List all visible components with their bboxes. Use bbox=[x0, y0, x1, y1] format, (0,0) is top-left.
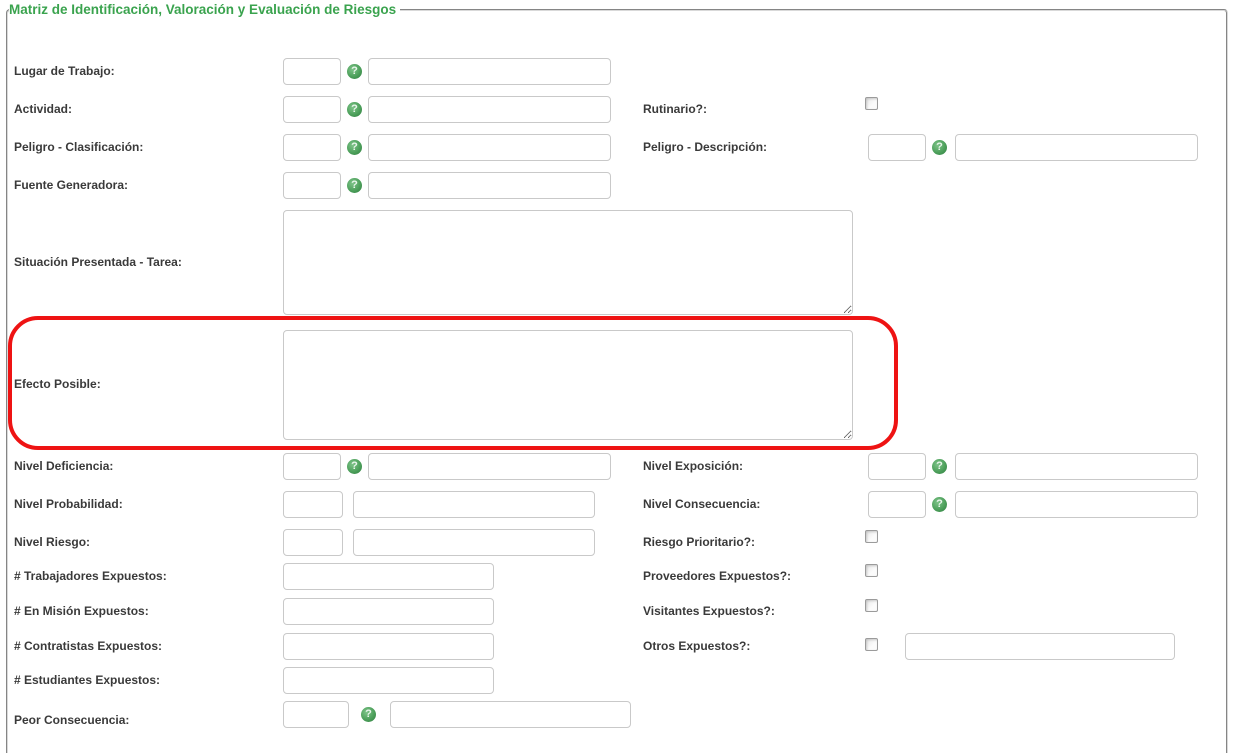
nivel-exposicion-code-input[interactable] bbox=[868, 453, 926, 480]
trabajadores-expuestos-label: # Trabajadores Expuestos: bbox=[14, 569, 167, 583]
lugar-de-trabajo-input[interactable] bbox=[368, 58, 611, 85]
situacion-presentada-tarea-textarea[interactable] bbox=[283, 210, 853, 315]
nivel-consecuencia-code-input[interactable] bbox=[868, 491, 926, 518]
peligro-clasificacion-help-icon[interactable]: ? bbox=[347, 140, 362, 155]
rutinario-label: Rutinario?: bbox=[643, 102, 707, 116]
peligro-clasificacion-input[interactable] bbox=[368, 134, 611, 161]
peor-consecuencia-help-icon[interactable]: ? bbox=[361, 707, 376, 722]
nivel-deficiencia-code-input[interactable] bbox=[283, 453, 341, 480]
nivel-deficiencia-help-icon[interactable]: ? bbox=[347, 459, 362, 474]
otros-expuestos-input[interactable] bbox=[905, 633, 1175, 660]
contratistas-expuestos-input[interactable] bbox=[283, 633, 494, 660]
peor-consecuencia-label: Peor Consecuencia: bbox=[14, 713, 130, 727]
form-title: Matriz de Identificación, Valoración y E… bbox=[9, 2, 397, 17]
risk-matrix-fieldset: Matriz de Identificación, Valoración y E… bbox=[6, 2, 1228, 753]
actividad-label: Actividad: bbox=[14, 102, 73, 116]
proveedores-expuestos-label: Proveedores Expuestos?: bbox=[643, 569, 792, 583]
lugar-de-trabajo-help-icon[interactable]: ? bbox=[347, 64, 362, 79]
nivel-probabilidad-label: Nivel Probabilidad: bbox=[14, 497, 123, 511]
visitantes-expuestos-label: Visitantes Expuestos?: bbox=[643, 604, 775, 618]
peligro-descripcion-code-input[interactable] bbox=[868, 134, 926, 161]
en-mision-expuestos-label: # En Misión Expuestos: bbox=[14, 604, 149, 618]
nivel-consecuencia-input[interactable] bbox=[955, 491, 1198, 518]
situacion-presentada-tarea-label: Situación Presentada - Tarea: bbox=[14, 255, 182, 269]
lugar-de-trabajo-label: Lugar de Trabajo: bbox=[14, 64, 115, 78]
nivel-consecuencia-help-icon[interactable]: ? bbox=[932, 497, 947, 512]
proveedores-expuestos-checkbox[interactable] bbox=[865, 564, 878, 577]
nivel-probabilidad-input[interactable] bbox=[353, 491, 595, 518]
rutinario-checkbox[interactable] bbox=[865, 97, 878, 110]
lugar-de-trabajo-code-input[interactable] bbox=[283, 58, 341, 85]
riesgo-prioritario-label: Riesgo Prioritario?: bbox=[643, 535, 756, 549]
nivel-riesgo-input[interactable] bbox=[353, 529, 595, 556]
visitantes-expuestos-checkbox[interactable] bbox=[865, 599, 878, 612]
otros-expuestos-checkbox[interactable] bbox=[865, 638, 878, 651]
otros-expuestos-label: Otros Expuestos?: bbox=[643, 639, 751, 653]
fuente-generadora-label: Fuente Generadora: bbox=[14, 178, 129, 192]
nivel-riesgo-label: Nivel Riesgo: bbox=[14, 535, 91, 549]
peligro-descripcion-help-icon[interactable]: ? bbox=[932, 140, 947, 155]
nivel-exposicion-help-icon[interactable]: ? bbox=[932, 459, 947, 474]
actividad-input[interactable] bbox=[368, 96, 611, 123]
peor-consecuencia-input[interactable] bbox=[390, 701, 631, 728]
contratistas-expuestos-label: # Contratistas Expuestos: bbox=[14, 639, 163, 653]
fuente-generadora-help-icon[interactable]: ? bbox=[347, 178, 362, 193]
nivel-deficiencia-label: Nivel Deficiencia: bbox=[14, 459, 114, 473]
efecto-posible-label: Efecto Posible: bbox=[14, 377, 101, 391]
nivel-deficiencia-input[interactable] bbox=[368, 453, 611, 480]
trabajadores-expuestos-input[interactable] bbox=[283, 563, 494, 590]
nivel-exposicion-label: Nivel Exposición: bbox=[643, 459, 744, 473]
peligro-clasificacion-label: Peligro - Clasificación: bbox=[14, 140, 144, 154]
estudiantes-expuestos-label: # Estudiantes Expuestos: bbox=[14, 673, 161, 687]
nivel-probabilidad-code-input[interactable] bbox=[283, 491, 343, 518]
nivel-riesgo-code-input[interactable] bbox=[283, 529, 343, 556]
fuente-generadora-code-input[interactable] bbox=[283, 172, 341, 199]
nivel-consecuencia-label: Nivel Consecuencia: bbox=[643, 497, 761, 511]
estudiantes-expuestos-input[interactable] bbox=[283, 667, 494, 694]
actividad-help-icon[interactable]: ? bbox=[347, 102, 362, 117]
peligro-descripcion-label: Peligro - Descripción: bbox=[643, 140, 768, 154]
efecto-posible-textarea[interactable] bbox=[283, 330, 853, 440]
actividad-code-input[interactable] bbox=[283, 96, 341, 123]
peligro-descripcion-input[interactable] bbox=[955, 134, 1198, 161]
nivel-exposicion-input[interactable] bbox=[955, 453, 1198, 480]
fuente-generadora-input[interactable] bbox=[368, 172, 611, 199]
riesgo-prioritario-checkbox[interactable] bbox=[865, 530, 878, 543]
en-mision-expuestos-input[interactable] bbox=[283, 598, 494, 625]
peor-consecuencia-code-input[interactable] bbox=[283, 701, 349, 728]
peligro-clasificacion-code-input[interactable] bbox=[283, 134, 341, 161]
